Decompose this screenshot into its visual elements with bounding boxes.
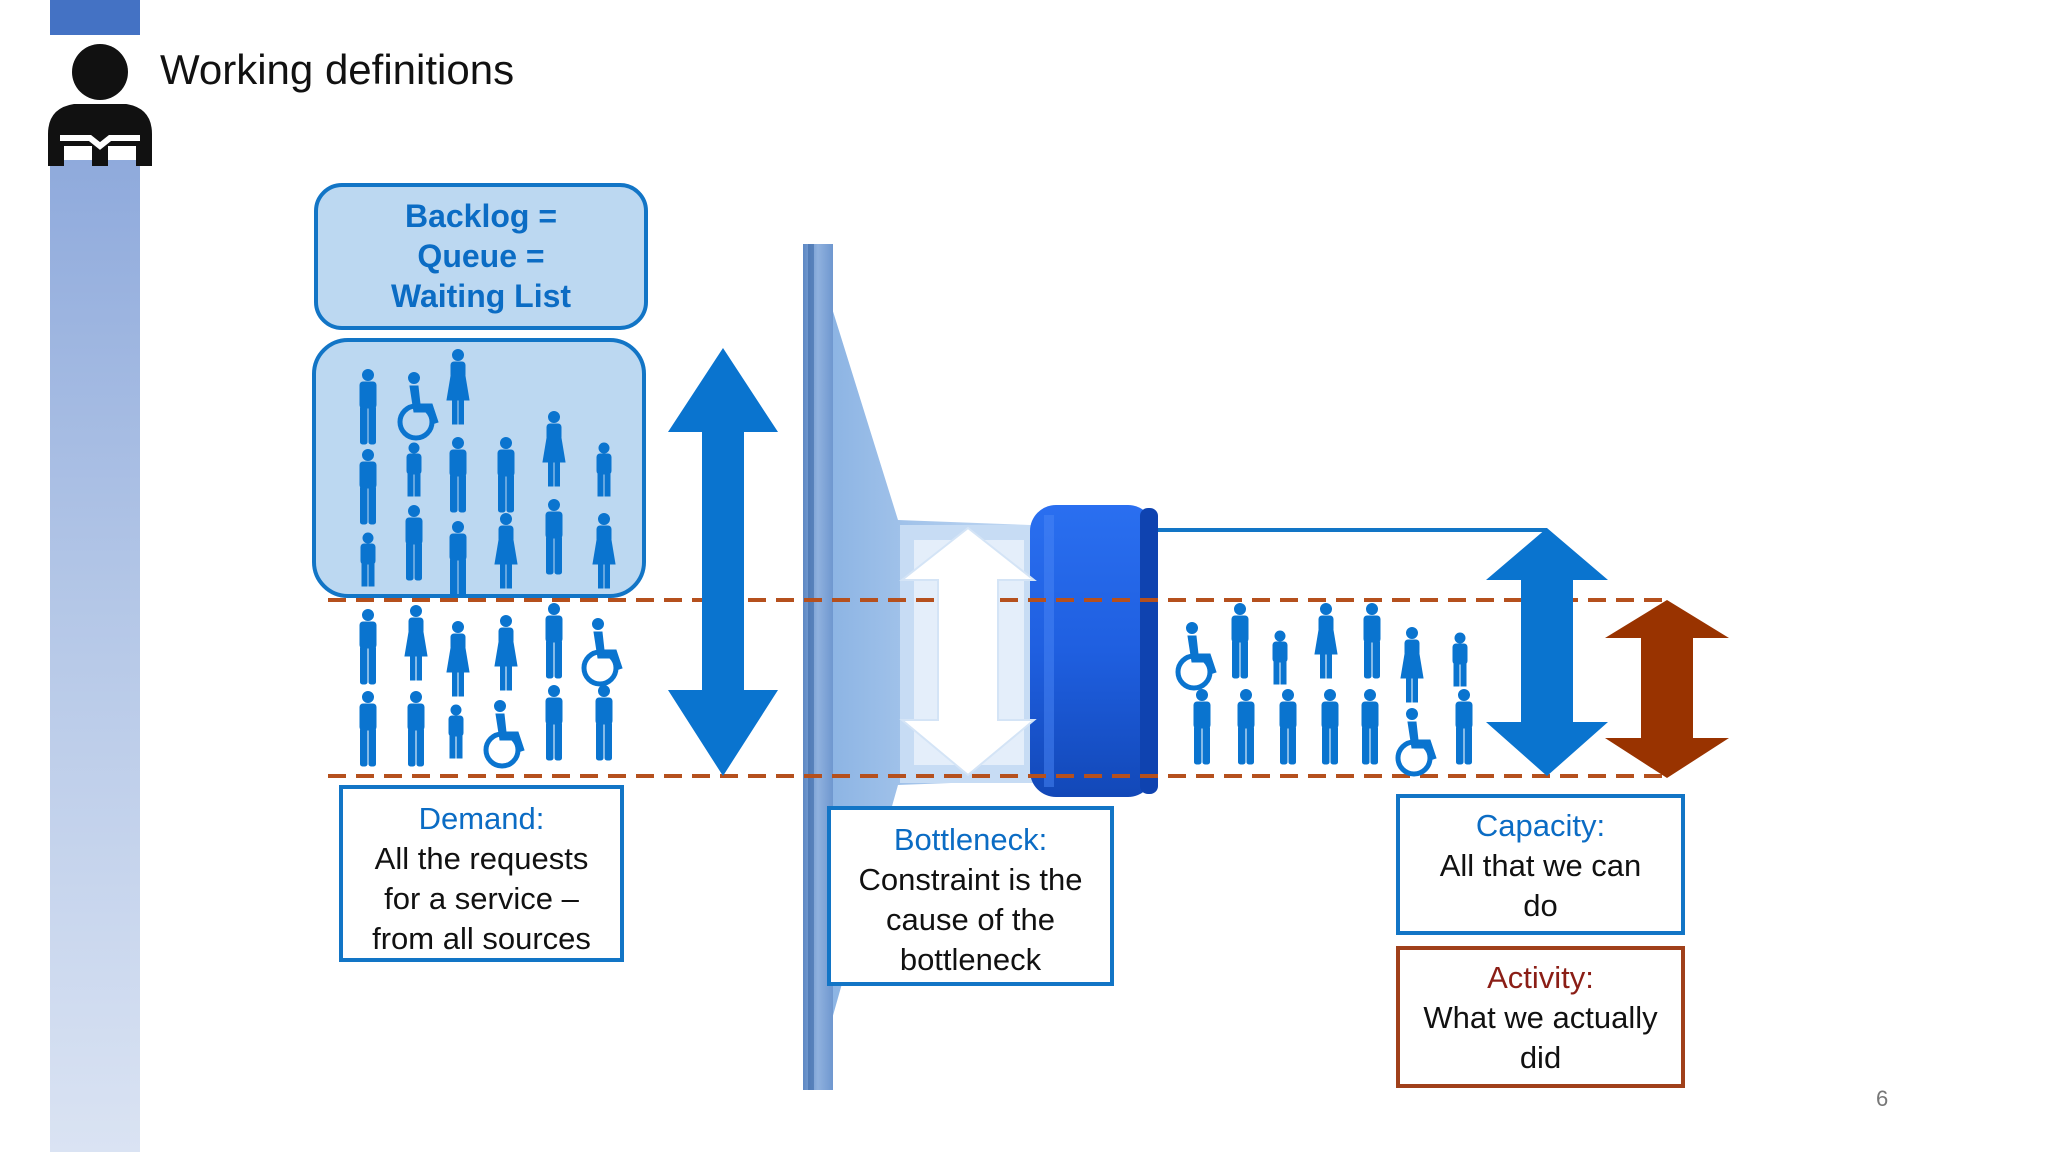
person-icon	[1363, 603, 1381, 679]
accent-bar-side	[50, 160, 140, 1152]
person-icon	[359, 609, 377, 685]
person-icon	[448, 704, 464, 759]
bottleneck-box: Bottleneck: Constraint is the cause of t…	[827, 806, 1114, 986]
activity-line: did	[1519, 1040, 1562, 1075]
capacity-box: Capacity: All that we can do	[1396, 794, 1685, 935]
person-icon	[1231, 603, 1249, 679]
double-arrow-icon	[899, 526, 1037, 777]
accent-bar-top	[50, 0, 140, 35]
person-icon	[359, 691, 377, 767]
person-icon	[1193, 689, 1211, 765]
person-icon	[545, 685, 563, 761]
wheelchair-icon	[584, 619, 622, 685]
bottleneck-line: cause of the	[886, 902, 1055, 937]
person-icon	[1279, 689, 1297, 765]
backlog-label: Backlog = Queue = Waiting List	[316, 196, 646, 316]
backlog-line: Queue =	[417, 238, 545, 274]
capacity-line: All that we can	[1439, 848, 1642, 883]
person-icon	[1452, 632, 1468, 687]
demand-line: All the requests	[374, 841, 589, 876]
activity-box: Activity: What we actually did	[1396, 946, 1685, 1088]
capacity-line: do	[1523, 888, 1558, 923]
person-icon	[1272, 630, 1288, 685]
person-icon	[1455, 689, 1473, 765]
wheelchair-icon	[486, 701, 524, 767]
capacity-people	[1178, 603, 1473, 775]
reader-icon	[48, 44, 152, 166]
demand-box: Demand: All the requests for a service –…	[339, 785, 624, 962]
demand-heading: Demand:	[418, 801, 545, 836]
bottleneck-line: bottleneck	[899, 942, 1042, 977]
backlog-label-box	[314, 183, 648, 330]
bottleneck-heading: Bottleneck:	[893, 822, 1048, 857]
backlog-line: Waiting List	[390, 278, 572, 314]
person-icon	[595, 685, 613, 761]
demand-line: from all sources	[372, 921, 591, 956]
person-icon	[407, 691, 425, 767]
person-icon	[1321, 689, 1339, 765]
person-icon	[494, 615, 518, 691]
double-arrow-icon	[1605, 600, 1729, 778]
person-icon	[1314, 603, 1338, 679]
person-icon	[1361, 689, 1379, 765]
person-icon	[446, 621, 470, 697]
person-icon	[1400, 627, 1424, 703]
activity-heading: Activity:	[1487, 960, 1594, 995]
wheelchair-icon	[1178, 623, 1216, 689]
capacity-heading: Capacity:	[1475, 808, 1606, 843]
activity-line: What we actually	[1423, 1000, 1658, 1035]
wheelchair-icon	[1398, 709, 1436, 775]
double-arrow-icon	[1486, 528, 1608, 776]
person-icon	[1237, 689, 1255, 765]
slide-number: 6	[1876, 1086, 1889, 1111]
demand-line: for a service –	[384, 881, 579, 916]
double-arrow-icon	[668, 348, 778, 776]
bottle-cap	[1030, 505, 1158, 797]
backlog-line: Backlog =	[404, 198, 558, 234]
demand-people	[359, 603, 622, 767]
slide-title: Working definitions	[160, 46, 515, 93]
person-icon	[545, 603, 563, 679]
person-icon	[404, 605, 428, 681]
bottleneck-line: Constraint is the	[858, 862, 1083, 897]
